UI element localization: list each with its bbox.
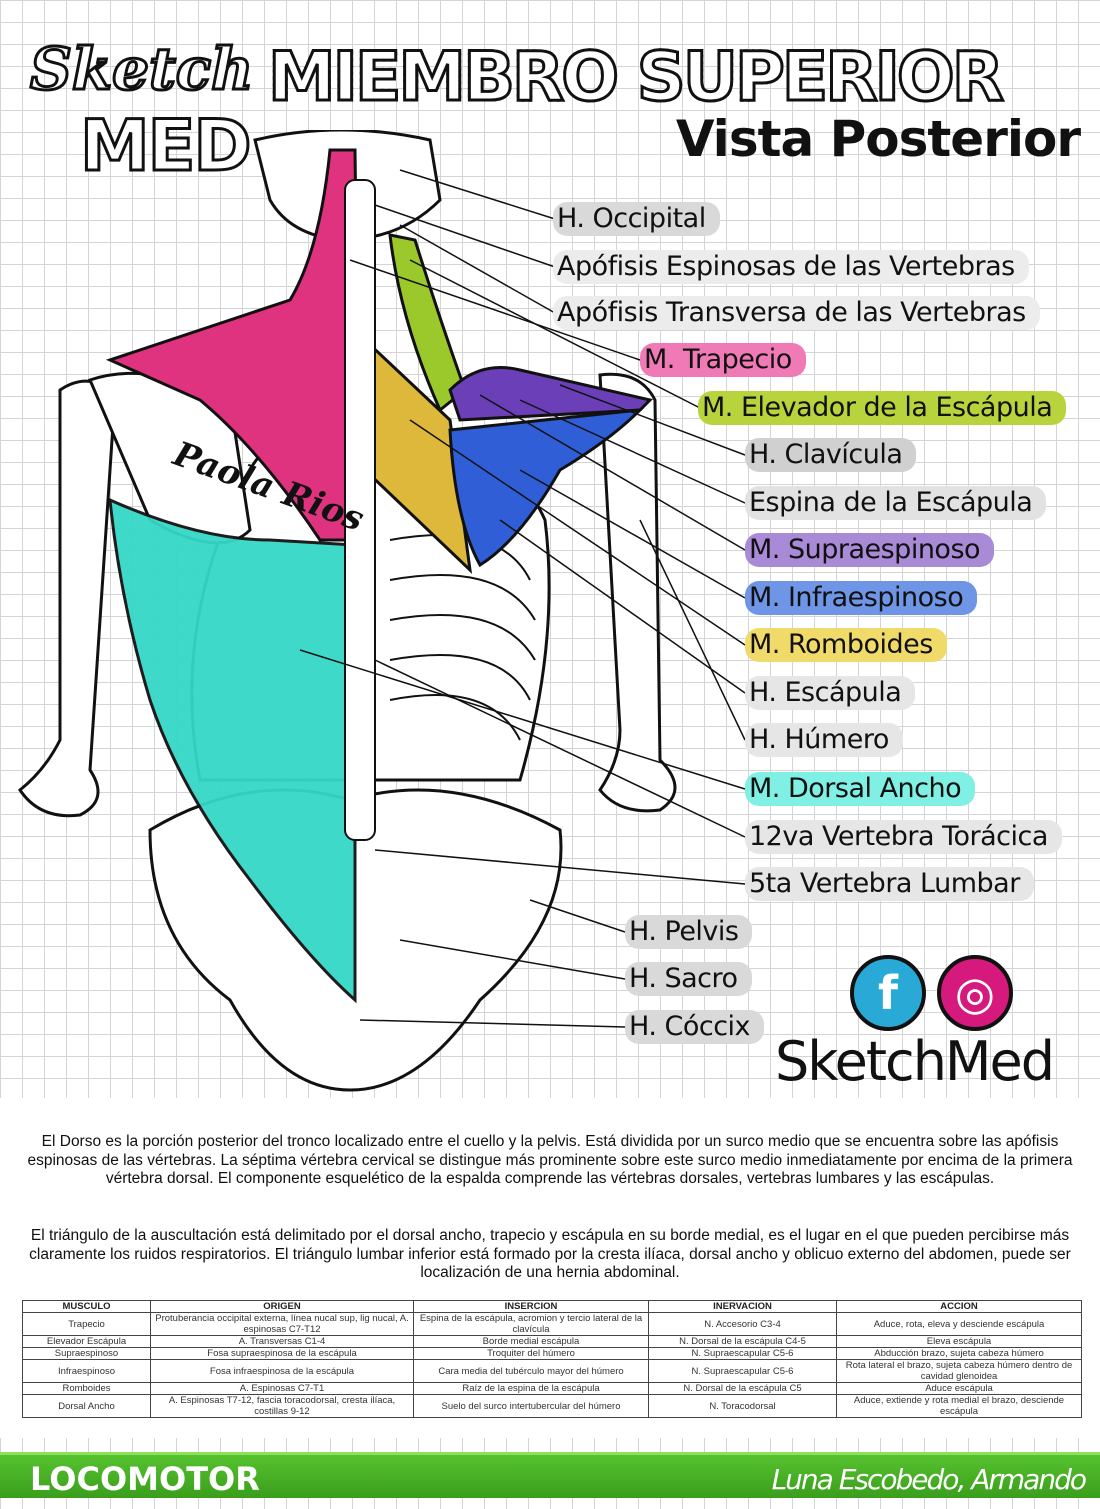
label-h-occipital: H. Occipital [553, 202, 720, 236]
left-humerus [17, 379, 117, 818]
cell: N. Toracodorsal [648, 1394, 837, 1418]
cell: Fosa infraespinosa de la escápula [150, 1359, 414, 1383]
spine [344, 179, 376, 841]
label-m-supraespinoso: M. Supraespinoso [745, 533, 995, 567]
brand-name: SketchMed [775, 1030, 1055, 1093]
page-subtitle: Vista Posterior [675, 110, 1081, 168]
logo-line2: MED [79, 104, 254, 189]
trapezius-muscle [105, 148, 362, 542]
cell: Fosa supraespinosa de la escápula [150, 1347, 414, 1360]
label-h-pelvis: H. Pelvis [625, 915, 753, 949]
footer-category: LOCOMOTOR [30, 1460, 260, 1498]
label-m-dorsal-ancho: M. Dorsal Ancho [745, 772, 976, 806]
cell: Rota lateral el brazo, sujeta cabeza húm… [836, 1359, 1082, 1383]
sketchmed-logo: Sketch MED [20, 25, 260, 189]
label-h-clavicula: H. Clavícula [745, 438, 917, 472]
paragraph-dorso: El Dorso es la porción posterior del tro… [27, 1133, 1073, 1187]
logo-line1: Sketch [28, 34, 254, 105]
cell: Infraespinoso [22, 1359, 151, 1383]
col-musculo: MUSCULO [22, 1300, 151, 1313]
col-accion: ACCION [836, 1300, 1082, 1313]
footer-author: Luna Escobedo, Armando [771, 1463, 1087, 1496]
cell: Dorsal Ancho [22, 1394, 151, 1418]
cell: Aduce, rota, eleva y desciende escápula [836, 1312, 1082, 1336]
cell: Romboides [22, 1382, 151, 1395]
cell: N. Accesorio C3-4 [648, 1312, 837, 1336]
label-m-trapecio: M. Trapecio [640, 343, 806, 377]
facebook-icon[interactable]: f [850, 955, 926, 1031]
cell: Espina de la escápula, acromion y tercio… [413, 1312, 649, 1336]
cell: A. Espinosas T7-12, fascia toracodorsal,… [150, 1394, 414, 1418]
cell: Trapecio [22, 1312, 151, 1336]
cell: Protuberancia occipital externa, línea n… [150, 1312, 414, 1336]
cell: N. Supraescapular C5-6 [648, 1359, 837, 1383]
label-m-elevador: M. Elevador de la Escápula [698, 391, 1067, 425]
footer-bar: LOCOMOTOR Luna Escobedo, Armando [0, 1452, 1100, 1498]
leader-lines [299, 169, 746, 1028]
right-humerus [598, 372, 677, 813]
label-12va-vertebra: 12va Vertebra Torácica [745, 820, 1062, 854]
cell: Aduce escápula [836, 1382, 1082, 1395]
cell: Supraespinoso [22, 1347, 151, 1360]
cell: Borde medial escápula [413, 1335, 649, 1348]
cell: Aduce, extiende y rota medial el brazo, … [836, 1394, 1082, 1418]
cell: Elevador Escápula [22, 1335, 151, 1348]
cell: Cara media del tubérculo mayor del húmer… [413, 1359, 649, 1383]
cell: Troquiter del húmero [413, 1347, 649, 1360]
col-insercion: INSERCION [413, 1300, 649, 1313]
instagram-icon[interactable]: ◎ [937, 955, 1013, 1031]
label-apofisis-espinosas: Apófisis Espinosas de las Vertebras [553, 250, 1029, 284]
cell: Raíz de la espina de la escápula [413, 1382, 649, 1395]
cell: A. Espinosas C7-T1 [150, 1382, 414, 1395]
label-h-escapula: H. Escápula [745, 676, 916, 710]
label-m-romboides: M. Romboides [745, 628, 947, 662]
label-h-coccix: H. Cóccix [625, 1010, 765, 1044]
muscle-table: MUSCULO ORIGEN INSERCION INERVACION ACCI… [22, 1300, 1082, 1418]
cell: Eleva escápula [836, 1335, 1082, 1348]
label-h-sacro: H. Sacro [625, 962, 752, 996]
cell: N. Supraescapular C5-6 [648, 1347, 837, 1360]
page-title: MIEMBRO SUPERIOR [266, 37, 1005, 119]
label-m-infraespinoso: M. Infraespinoso [745, 581, 978, 615]
cell: N. Dorsal de la escápula C5 [648, 1382, 837, 1395]
cell: Abducción brazo, sujeta cabeza húmero [836, 1347, 1082, 1360]
cell: A. Transversas C1-4 [150, 1335, 414, 1348]
cell: N. Dorsal de la escápula C4-5 [648, 1335, 837, 1348]
latissimus-dorsi-muscle [108, 497, 357, 1004]
col-inervacion: INERVACION [648, 1300, 837, 1313]
label-espina-escapula: Espina de la Escápula [745, 486, 1047, 520]
label-h-humero: H. Húmero [745, 723, 903, 757]
label-5ta-vertebra: 5ta Vertebra Lumbar [745, 867, 1034, 901]
cell: Suelo del surco intertubercular del húme… [413, 1394, 649, 1418]
infraspinatus-muscle [448, 408, 645, 568]
label-apofisis-transversa: Apófisis Transversa de las Vertebras [553, 296, 1040, 330]
anatomy-illustration: Paola Rios [17, 130, 746, 1092]
col-origen: ORIGEN [150, 1300, 414, 1313]
paragraph-triangulo: El triángulo de la auscultación está del… [29, 1227, 1071, 1281]
